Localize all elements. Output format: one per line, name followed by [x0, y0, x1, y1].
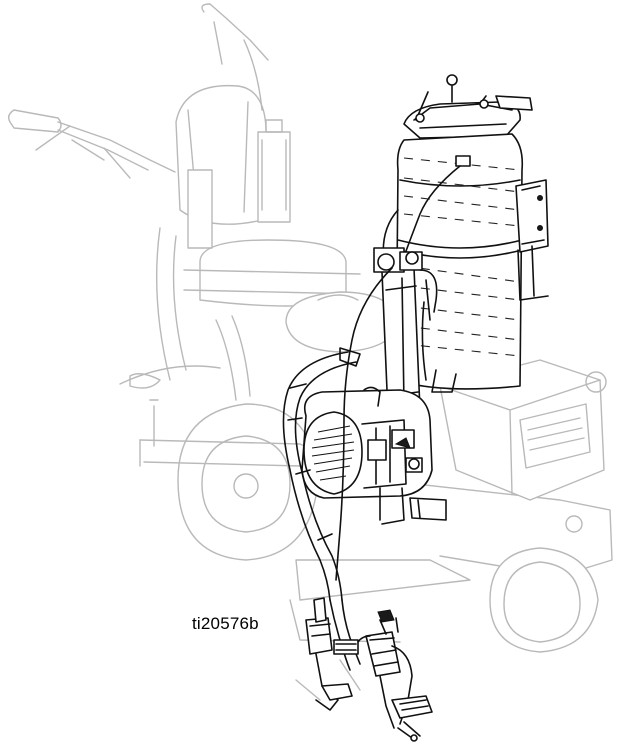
hose [282, 351, 349, 601]
hopper-tank [395, 133, 524, 390]
tank-bracket [515, 179, 549, 253]
ghosted-machine-frame [7, 3, 613, 701]
highlighted-kit [282, 74, 549, 742]
spray-gun-right [365, 631, 401, 677]
figure-id-label: ti20576b [192, 614, 259, 633]
